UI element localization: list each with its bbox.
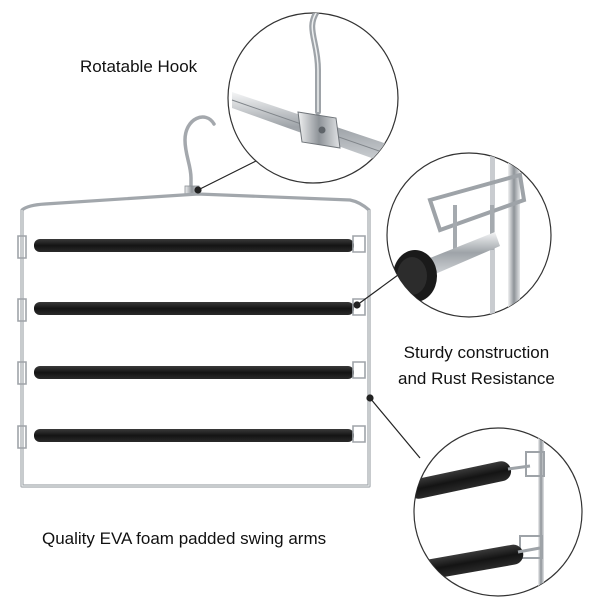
arm-clip — [17, 425, 27, 449]
arm-clip — [352, 235, 366, 253]
arm-clip — [17, 235, 27, 259]
foam-arm — [34, 429, 354, 442]
foam-arm — [34, 239, 354, 252]
hanger-frame — [20, 192, 371, 488]
arm-clip — [17, 361, 27, 385]
arm-clip — [352, 425, 366, 443]
label-sturdy-construction: Sturdy construction and Rust Resistance — [398, 340, 555, 392]
label-sturdy-line1: Sturdy construction — [403, 343, 550, 362]
arm-clip — [352, 361, 366, 379]
label-sturdy-line2: and Rust Resistance — [398, 369, 555, 388]
detail-circle-construction — [386, 152, 552, 318]
detail-circle-hook — [227, 12, 399, 184]
hook — [183, 115, 216, 196]
arm-clip — [17, 298, 27, 322]
hanger — [17, 115, 371, 488]
detail-circle-arms — [413, 427, 583, 597]
foam-arm — [34, 302, 354, 315]
foam-arm — [34, 366, 354, 379]
label-foam-arms: Quality EVA foam padded swing arms — [42, 529, 327, 548]
label-rotatable-hook: Rotatable Hook — [80, 57, 198, 76]
arm-clip — [352, 298, 366, 316]
callout-lines — [194, 157, 421, 459]
